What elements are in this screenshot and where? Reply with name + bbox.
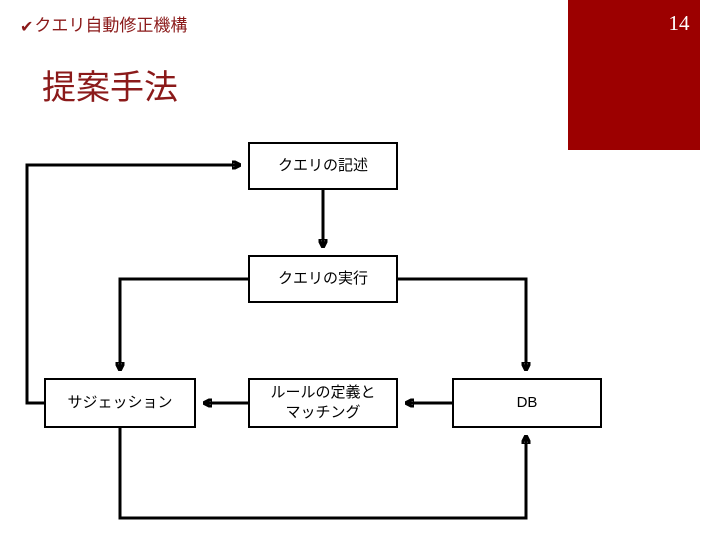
flowchart-node-suggestion[interactable]: サジェッション [44,378,196,428]
edge-query-exec-to-db [398,277,526,370]
node-label: DB [516,394,538,411]
node-label: ルールの定義と マッチング [270,384,376,421]
check-mark-icon: ✔ [20,19,34,36]
node-label: サジェッション [67,394,173,411]
edge-query-exec-to-suggestion [120,277,248,370]
edge-suggestion-to-db [118,428,526,520]
edge-suggestion-to-query-write [25,165,240,405]
flowchart-node-rule-match[interactable]: ルールの定義と マッチング [248,378,398,428]
flowchart-node-query-write[interactable]: クエリの記述 [248,142,398,190]
page-number-block: 14 [568,0,700,150]
slide-title: 提案手法 [42,69,178,107]
bullet-heading-label: クエリ自動修正機構 [34,16,188,35]
flowchart-node-db[interactable]: DB [452,378,602,428]
bullet-heading: ✔クエリ自動修正機構 [20,15,187,38]
flowchart-node-query-exec[interactable]: クエリの実行 [248,255,398,303]
node-label: クエリの実行 [277,270,368,287]
node-label: クエリの記述 [277,157,368,174]
page-number: 14 [668,11,690,35]
